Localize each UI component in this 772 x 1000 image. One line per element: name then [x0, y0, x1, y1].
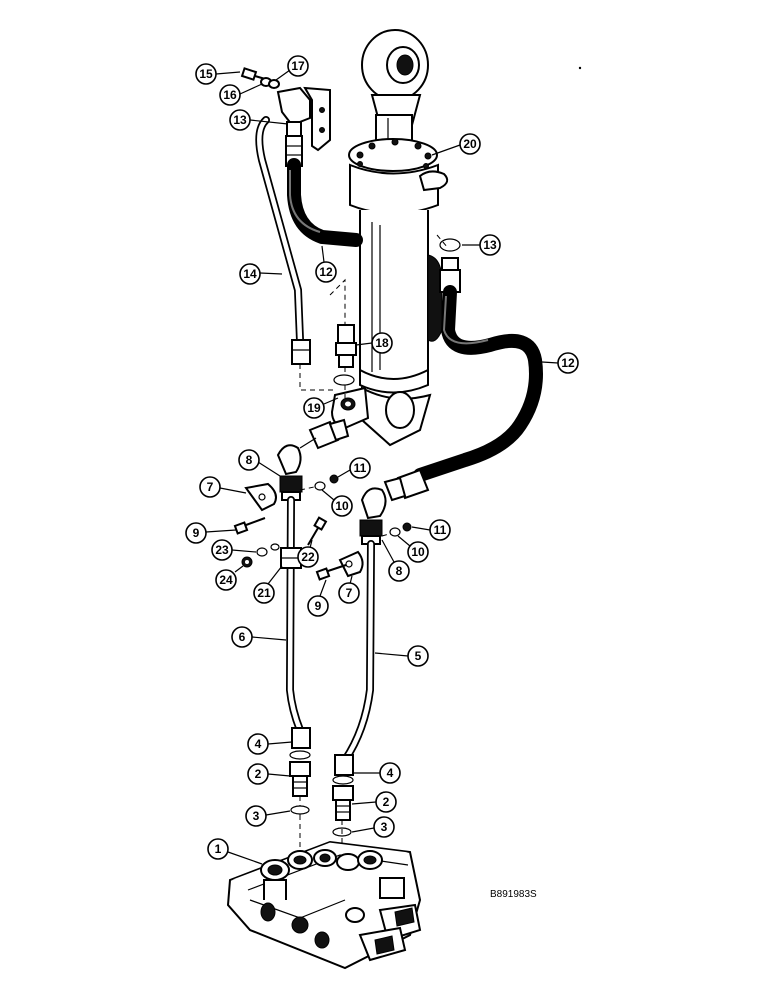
o-ring-19	[333, 374, 355, 386]
callout-12-lower: 12	[541, 352, 579, 374]
callout-18-label: 18	[375, 336, 389, 350]
callout-11-lower-label: 11	[434, 523, 447, 537]
callout-18: 18	[355, 332, 393, 354]
washer-10-upper	[314, 481, 326, 491]
callout-11-lower: 11	[411, 519, 451, 541]
clamp-bolt-9-left	[233, 517, 266, 535]
callout-8-right-label: 8	[396, 564, 403, 578]
callout-13-top-label: 13	[233, 113, 247, 127]
hose-upper	[287, 158, 363, 247]
callout-4-left: 4	[247, 733, 293, 755]
callout-16-label: 16	[223, 88, 237, 102]
callout-8-left-label: 8	[246, 453, 253, 467]
tube-5	[334, 487, 387, 776]
callout-12-upper-label: 12	[319, 265, 333, 279]
callout-17-label: 17	[291, 59, 305, 73]
callout-23-label: 23	[215, 543, 229, 557]
callout-1: 1	[207, 838, 263, 865]
clamp-bolt-9-right	[315, 564, 347, 581]
callout-6-label: 6	[239, 630, 246, 644]
callout-9-right-label: 9	[315, 599, 322, 613]
callout-9-left: 9	[185, 522, 237, 544]
adapter-fitting-2-right	[332, 775, 354, 860]
tube-clamp-7-right	[338, 550, 364, 578]
stray-dot	[578, 66, 582, 70]
callout-4-right-label: 4	[387, 766, 394, 780]
callout-5-label: 5	[415, 649, 422, 663]
callout-22-label: 22	[301, 550, 315, 564]
callout-2-left-label: 2	[255, 767, 262, 781]
callout-4-right: 4	[354, 762, 401, 784]
callout-11-upper: 11	[337, 457, 371, 479]
callout-10-upper-label: 10	[335, 499, 349, 513]
nut-11-lower	[402, 522, 412, 532]
callout-17: 17	[275, 55, 309, 81]
callout-3-right: 3	[351, 816, 395, 838]
adapter-fitting-2-left	[289, 750, 311, 850]
callout-12-upper: 12	[315, 245, 337, 283]
callout-10-lower-label: 10	[411, 545, 425, 559]
callout-13-right: 13	[462, 234, 501, 256]
callout-9-left-label: 9	[193, 526, 200, 540]
callout-10-lower: 10	[397, 535, 429, 563]
callout-21-label: 21	[257, 586, 271, 600]
port-elbow-fitting	[276, 86, 331, 167]
callout-20-label: 20	[463, 137, 477, 151]
callout-4-left-label: 4	[255, 737, 262, 751]
callout-7-right: 7	[338, 575, 360, 604]
nut-11-upper	[329, 474, 339, 484]
callout-3-left-label: 3	[253, 809, 260, 823]
callout-7-right-label: 7	[346, 586, 353, 600]
callout-11-upper-label: 11	[354, 461, 367, 475]
adapter-fitting-18	[329, 278, 357, 398]
callout-14: 14	[239, 263, 283, 285]
callout-14-label: 14	[243, 267, 257, 281]
callout-15-label: 15	[199, 67, 213, 81]
hose-lower	[383, 257, 543, 502]
callout-19: 19	[303, 397, 339, 419]
callout-21: 21	[253, 565, 283, 604]
callout-16: 16	[219, 83, 263, 106]
tube-14	[255, 116, 333, 391]
figure-code: B891983S	[490, 889, 537, 900]
callout-10-upper: 10	[321, 489, 353, 517]
callout-7-left: 7	[199, 476, 247, 498]
callout-13-right-label: 13	[483, 238, 497, 252]
tube-clamp-7-left	[244, 482, 277, 512]
callout-1-label: 1	[215, 842, 222, 856]
mounting-bolt-and-washers	[240, 67, 280, 89]
o-ring-13	[439, 238, 461, 252]
callout-8-right: 8	[381, 539, 410, 582]
callout-9-right: 9	[307, 579, 329, 617]
callout-22: 22	[297, 539, 319, 568]
clamp-bolt-22	[307, 516, 328, 546]
control-valve	[226, 840, 422, 970]
washer-23b	[270, 543, 280, 551]
callout-24: 24	[215, 565, 244, 591]
callout-7-left-label: 7	[207, 480, 214, 494]
callout-6: 6	[231, 626, 287, 648]
callout-2-right-label: 2	[383, 795, 390, 809]
base-port-fitting	[308, 418, 350, 450]
callout-5: 5	[374, 645, 429, 667]
washer-10-lower	[389, 527, 401, 537]
washer-23	[256, 547, 268, 557]
callout-12-lower-label: 12	[561, 356, 575, 370]
callout-20: 20	[431, 133, 481, 156]
callout-2-right: 2	[351, 791, 397, 813]
callout-8-left: 8	[238, 449, 281, 477]
callout-2-left: 2	[247, 763, 291, 785]
callout-19-label: 19	[307, 401, 321, 415]
callout-13-top: 13	[229, 109, 289, 131]
callout-24-label: 24	[219, 573, 233, 587]
tube-6	[276, 437, 317, 749]
callout-3-left: 3	[245, 805, 291, 827]
callout-23: 23	[211, 539, 257, 561]
callout-15: 15	[195, 63, 241, 85]
callout-3-right-label: 3	[381, 820, 388, 834]
